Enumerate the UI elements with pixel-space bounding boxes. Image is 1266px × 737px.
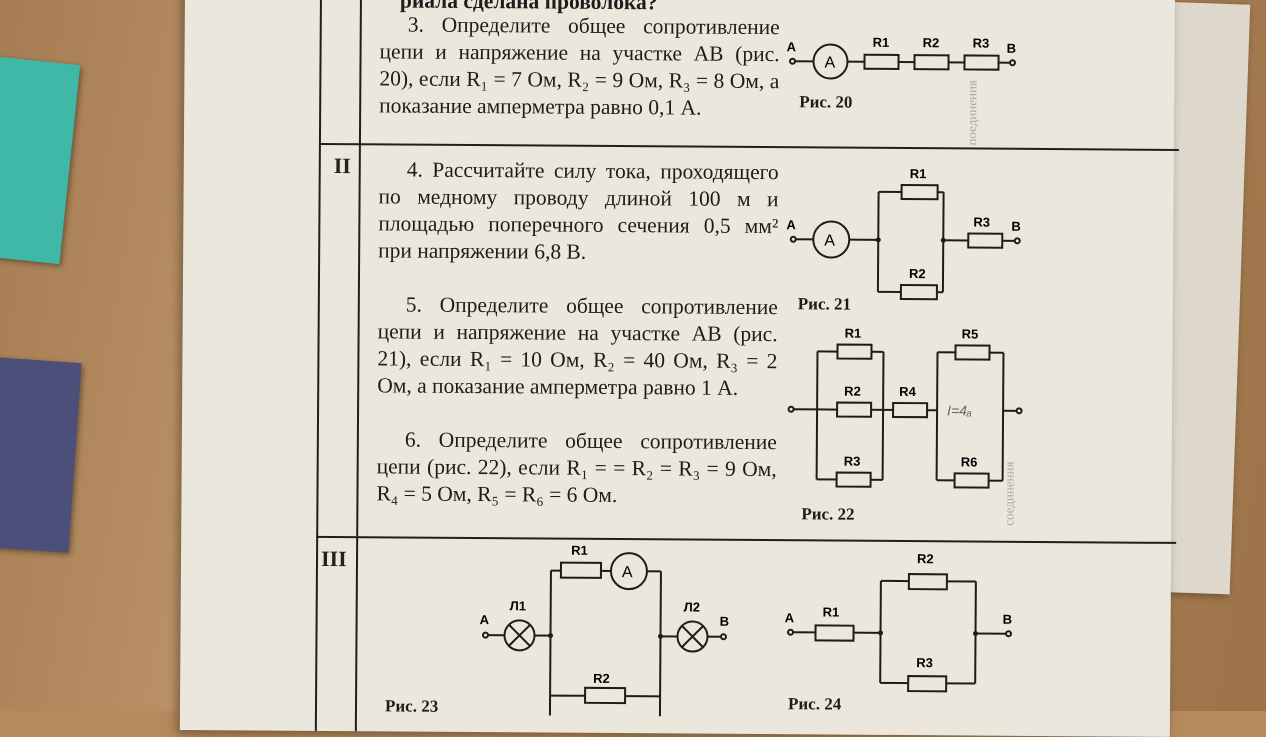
table-rule-left bbox=[315, 0, 322, 731]
r2-label: R2 bbox=[593, 671, 610, 686]
section-label-iii: III bbox=[321, 546, 347, 572]
figure-22-caption: Рис. 22 bbox=[801, 504, 854, 524]
section-label-ii: II bbox=[334, 153, 351, 179]
node-b-label: B bbox=[1007, 41, 1016, 56]
node-b-label: B bbox=[1003, 612, 1012, 627]
r1-label: R1 bbox=[873, 35, 890, 50]
r3-label: R3 bbox=[973, 36, 990, 51]
ammeter-label: A bbox=[824, 54, 835, 71]
problem-5: 5. Определите общее сопротивление цепи и… bbox=[377, 291, 778, 402]
table-rule-h1 bbox=[319, 143, 1179, 151]
l1-label: Л1 bbox=[510, 598, 526, 613]
figure-24-caption: Рис. 24 bbox=[788, 694, 841, 714]
table-rule-inner bbox=[355, 0, 362, 731]
problem-4: 4. Рассчитайте силу тока, проходящего по… bbox=[378, 156, 779, 267]
r3-label: R3 bbox=[916, 655, 933, 670]
fabric-object bbox=[0, 357, 82, 552]
figure-23-caption: Рис. 23 bbox=[385, 696, 438, 716]
r3-label: R3 bbox=[844, 454, 861, 469]
figure-22-circuit: R1 R2 R3 R4 R5 R6 I=4ₐ bbox=[786, 319, 1027, 496]
figure-23-circuit: A B A R1 R2 Л1 Л2 bbox=[465, 540, 756, 717]
r2-label: R2 bbox=[844, 384, 861, 399]
figure-21-circuit: A B A R1 R2 R3 bbox=[783, 159, 1029, 311]
r6-label: R6 bbox=[961, 454, 978, 469]
node-a-label: A bbox=[786, 217, 796, 232]
r2-label: R2 bbox=[923, 35, 940, 50]
figure-21-caption: Рис. 21 bbox=[798, 294, 851, 314]
r2-label: R2 bbox=[917, 551, 934, 566]
node-a-label: A bbox=[480, 612, 490, 627]
node-a-label: A bbox=[785, 610, 795, 625]
l2-label: Л2 bbox=[684, 599, 700, 614]
figure-24-circuit: A B R1 R2 R3 bbox=[780, 542, 1021, 704]
problem-6: 6. Определите общее сопротивление цепи (… bbox=[376, 426, 777, 510]
ammeter-label: A bbox=[824, 232, 835, 249]
worksheet-page: поединения соединения II III риала сдела… bbox=[180, 0, 1175, 737]
r1-label: R1 bbox=[571, 543, 588, 558]
problem-3: 3. Определите общее сопротивление цепи и… bbox=[379, 11, 780, 122]
figure-20-caption: Рис. 20 bbox=[799, 92, 852, 112]
node-b-label: B bbox=[1011, 219, 1020, 234]
r2-label: R2 bbox=[909, 266, 926, 281]
node-b-label: B bbox=[720, 614, 729, 629]
r1-label: R1 bbox=[910, 166, 927, 181]
r1-label: R1 bbox=[845, 326, 862, 341]
handwritten-note: I=4ₐ bbox=[947, 402, 972, 418]
r5-label: R5 bbox=[962, 326, 979, 341]
ammeter-label: A bbox=[622, 564, 633, 581]
r4-label: R4 bbox=[899, 384, 916, 399]
r3-label: R3 bbox=[973, 215, 990, 230]
r1-label: R1 bbox=[823, 604, 840, 619]
node-a-label: A bbox=[787, 39, 797, 54]
